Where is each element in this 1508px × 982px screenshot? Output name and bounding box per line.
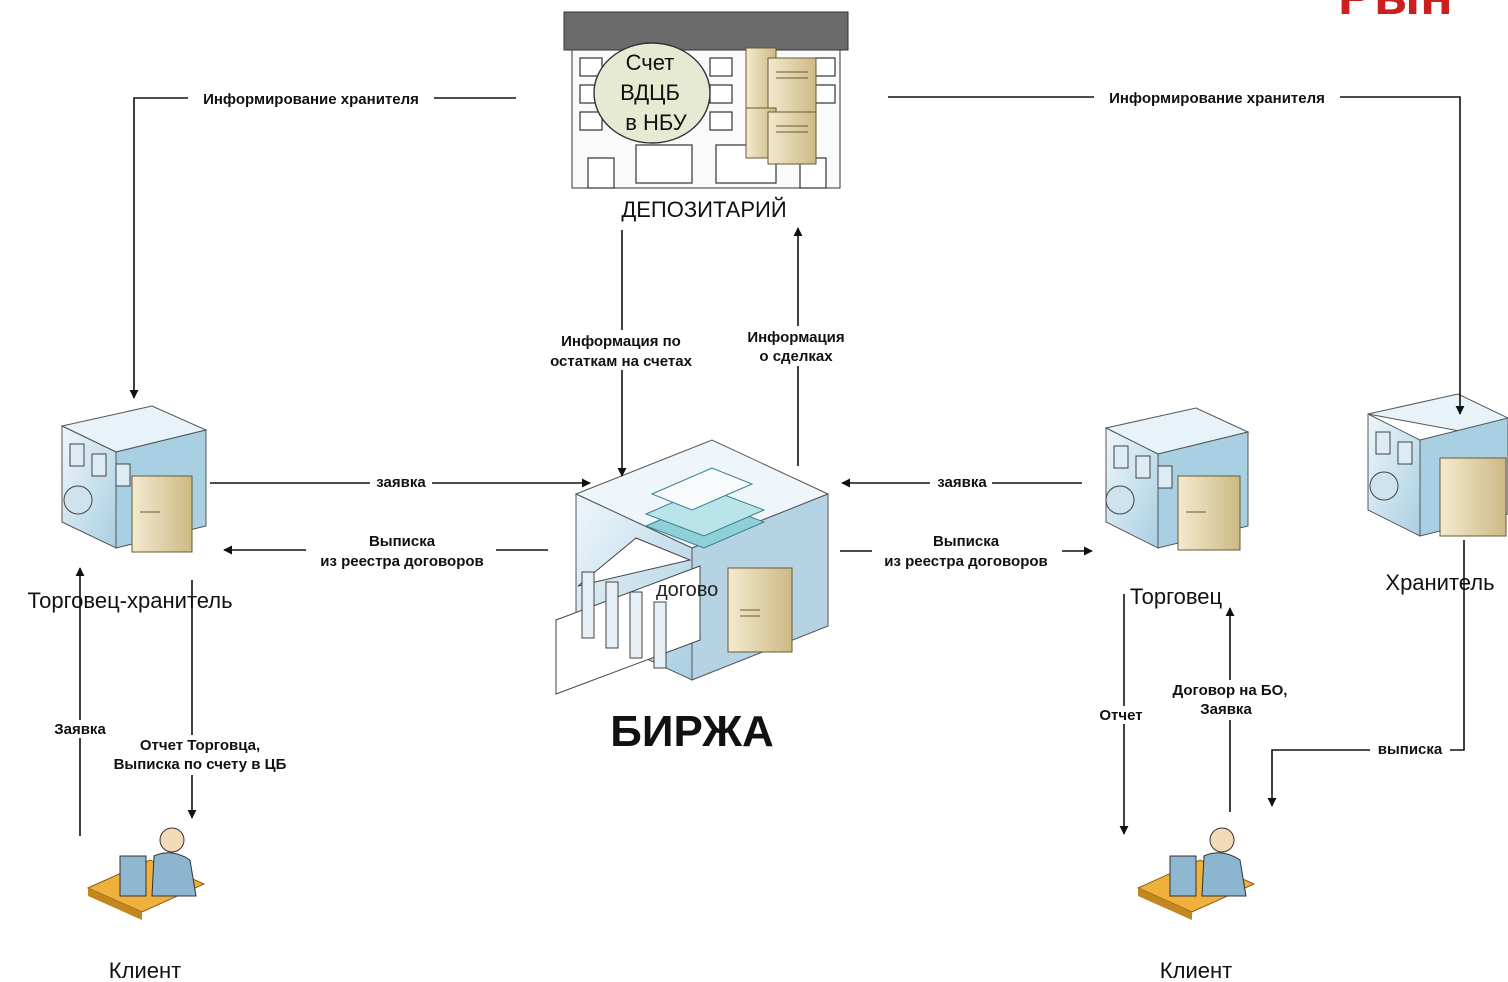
client-right-icon bbox=[1136, 827, 1256, 920]
trader-custodian-building-icon bbox=[60, 405, 208, 553]
edge-label-order-left: заявка bbox=[376, 474, 426, 491]
client-left-label: Клиент bbox=[109, 958, 181, 982]
account-bubble: Счет ВДЦБ в НБУ bbox=[593, 42, 711, 144]
edge-inform-custodian-right bbox=[888, 96, 1465, 415]
account-bubble-line-1: Счет bbox=[626, 50, 675, 75]
depository-label: ДЕПОЗИТАРИЙ bbox=[621, 197, 786, 222]
edge-label-order-right: заявка bbox=[937, 474, 987, 491]
exchange-building-icon bbox=[555, 439, 830, 695]
edge-label-balance-info-2: остаткам на счетах bbox=[550, 353, 693, 370]
edge-label-report-right: Отчет bbox=[1099, 707, 1142, 724]
trader-label: Торговец bbox=[1130, 584, 1223, 609]
trader-custodian-label: Торговец-хранитель bbox=[27, 588, 232, 613]
edge-label-statement-right: выписка bbox=[1378, 741, 1443, 758]
exchange-overlay-text: догово bbox=[656, 579, 718, 601]
account-bubble-line-2: ВДЦБ bbox=[620, 80, 680, 105]
edge-label-inform-custodian-left: Информирование хранителя bbox=[203, 91, 419, 108]
edge-label-deal-info-1: Информация bbox=[747, 329, 844, 346]
edge-label-extract-right-1: Выписка bbox=[933, 533, 1000, 550]
exchange-label: БИРЖА bbox=[610, 707, 774, 756]
account-bubble-line-3: в НБУ bbox=[625, 110, 688, 135]
trader-building-icon bbox=[1104, 407, 1250, 551]
corner-title-fragment: Рын bbox=[1338, 0, 1453, 26]
edge-statement-right bbox=[1267, 540, 1465, 807]
edge-label-deal-info-2: о сделках bbox=[759, 348, 833, 365]
edge-label-inform-custodian-right: Информирование хранителя bbox=[1109, 90, 1325, 107]
client-left-icon bbox=[86, 827, 206, 920]
edge-label-contract-right-1: Договор на БО, bbox=[1173, 682, 1288, 699]
edge-label-extract-right-2: из реестра договоров bbox=[884, 553, 1047, 570]
edge-label-extract-left-1: Выписка bbox=[369, 533, 436, 550]
client-right-label: Клиент bbox=[1160, 958, 1232, 982]
custodian-building-icon bbox=[1367, 393, 1508, 537]
edge-label-trader-report-left-1: Отчет Торговца, bbox=[140, 737, 260, 754]
edge-inform-custodian-left bbox=[129, 97, 516, 399]
edge-label-contract-right-2: Заявка bbox=[1200, 701, 1252, 718]
edge-label-trader-report-left-2: Выписка по счету в ЦБ bbox=[114, 756, 287, 773]
custodian-label: Хранитель bbox=[1385, 570, 1494, 595]
edge-label-client-order-left: Заявка bbox=[54, 721, 106, 738]
edge-label-balance-info-1: Информация по bbox=[561, 333, 681, 350]
edge-label-extract-left-2: из реестра договоров bbox=[320, 553, 483, 570]
